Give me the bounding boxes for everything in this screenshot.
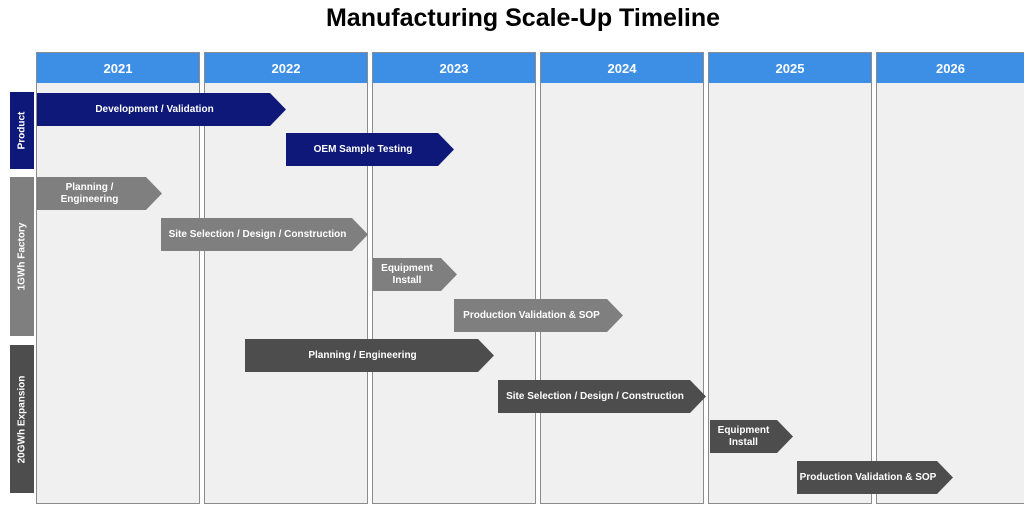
- task-1gwh-production-validation: Production Validation & SOP: [454, 299, 623, 332]
- row-label-20gwh-expansion: 20GWh Expansion: [10, 345, 34, 493]
- task-20gwh-planning-engineering: Planning / Engineering: [245, 339, 494, 372]
- task-20gwh-production-validation: Production Validation & SOP: [797, 461, 953, 494]
- year-header: 2023: [373, 53, 535, 83]
- task-oem-sample-testing: OEM Sample Testing: [286, 133, 454, 166]
- year-column-2023: 2023: [372, 52, 536, 504]
- page-title: Manufacturing Scale-Up Timeline: [325, 4, 721, 32]
- task-20gwh-equipment-install: Equipment Install: [710, 420, 793, 453]
- year-column-2025: 2025: [708, 52, 872, 504]
- task-1gwh-equipment-install: Equipment Install: [373, 258, 457, 291]
- row-label-1gwh-factory: 1GWh Factory: [10, 177, 34, 336]
- year-column-2021: 2021: [36, 52, 200, 504]
- task-20gwh-site-selection: Site Selection / Design / Construction: [498, 380, 706, 413]
- year-header: 2026: [877, 53, 1024, 83]
- year-column-2026: 2026: [876, 52, 1024, 504]
- year-header: 2021: [37, 53, 199, 83]
- task-1gwh-planning-engineering: Planning / Engineering: [37, 177, 162, 210]
- row-label-product: Product: [10, 92, 34, 169]
- task-development-validation: Development / Validation: [37, 93, 286, 126]
- year-header: 2025: [709, 53, 871, 83]
- task-1gwh-site-selection: Site Selection / Design / Construction: [161, 218, 368, 251]
- year-header: 2022: [205, 53, 367, 83]
- year-column-2024: 2024: [540, 52, 704, 504]
- year-header: 2024: [541, 53, 703, 83]
- year-column-2022: 2022: [204, 52, 368, 504]
